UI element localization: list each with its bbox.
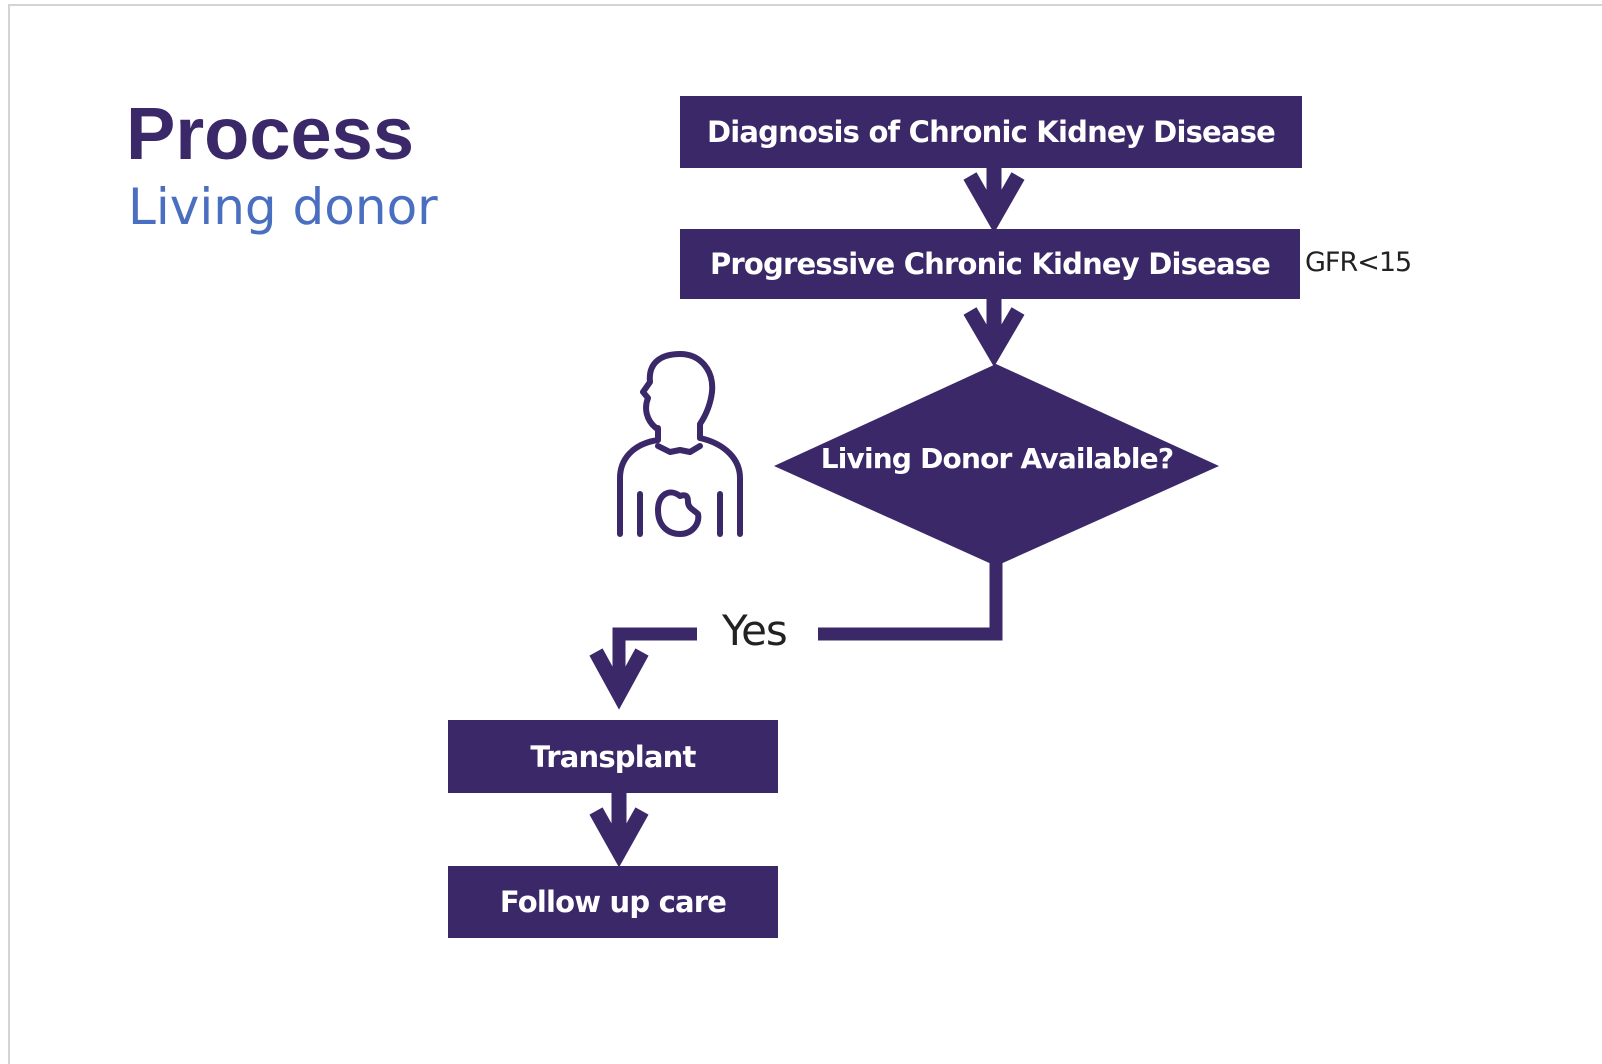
yes-branch-connector [612, 562, 1003, 692]
page-title: Process [126, 92, 414, 175]
step-diagnosis: Diagnosis of Chronic Kidney Disease [680, 96, 1302, 168]
step-follow-up-care-label: Follow up care [499, 885, 727, 919]
step-transplant-label: Transplant [530, 739, 696, 774]
arrow-down-icon [589, 648, 649, 710]
gfr-note: GFR<15 [1305, 247, 1412, 278]
slide-border-top [8, 4, 1602, 6]
arrow-down-icon [589, 793, 649, 868]
decision-diamond [774, 364, 1219, 566]
slide-border-left [8, 4, 10, 1064]
page-subtitle: Living donor [128, 178, 438, 236]
step-follow-up-care: Follow up care [448, 866, 778, 938]
step-transplant: Transplant [448, 720, 778, 793]
step-progressive-ckd-label: Progressive Chronic Kidney Disease [709, 247, 1271, 281]
arrow-down-icon [963, 168, 1025, 234]
arrow-down-icon [963, 299, 1025, 367]
person-with-kidney-icon [617, 351, 743, 537]
step-diagnosis-label: Diagnosis of Chronic Kidney Disease [706, 115, 1276, 149]
yes-branch-label: Yes [722, 606, 788, 655]
decision-label: Living Donor Available? [820, 442, 1174, 475]
step-progressive-ckd: Progressive Chronic Kidney Disease [680, 229, 1300, 299]
